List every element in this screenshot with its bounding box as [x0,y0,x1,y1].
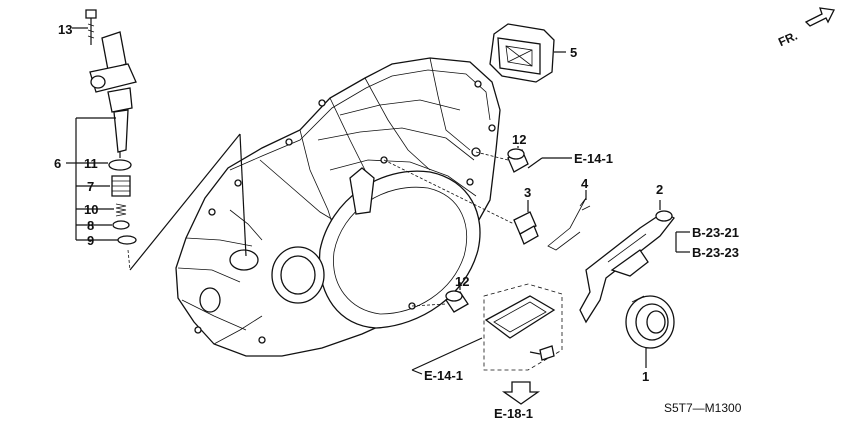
part-5-cover [489,23,566,83]
callout-2: 2 [656,182,663,197]
part-1-release-bearing [625,295,675,368]
callout-4: 4 [581,176,589,191]
dashed-inset-box [411,283,563,405]
part-3-switch [383,159,539,245]
dowel-pin-lower [411,282,469,313]
callout-13: 13 [58,22,72,37]
speed-sensor-assembly [85,9,247,271]
ref-e-14-1-upper: E-14-1 [574,151,613,166]
callout-1: 1 [642,369,649,384]
callout-bracket-6 [66,27,118,241]
direction-label: FR. [776,29,799,50]
callout-7: 7 [87,179,94,194]
callout-3: 3 [524,185,531,200]
ref-e-18-1: E-18-1 [494,406,533,421]
ref-b-23-21: B-23-21 [692,225,739,240]
callout-12-upper: 12 [512,132,526,147]
part-2-release-fork [579,200,690,324]
dowel-pin-upper [475,146,572,173]
part-4-spring-clip [547,190,591,251]
callout-5: 5 [570,45,577,60]
callout-11: 11 [84,156,98,171]
callout-9: 9 [87,233,94,248]
callout-12-lower: 12 [455,274,469,289]
transmission-housing [175,57,501,357]
callout-8: 8 [87,218,94,233]
callout-10: 10 [84,202,98,217]
ref-e-14-1-lower: E-14-1 [424,368,463,383]
ref-b-23-23: B-23-23 [692,245,739,260]
callout-6: 6 [54,156,61,171]
diagram-code: S5T7—M1300 [664,401,742,415]
front-direction-arrow [804,7,835,27]
